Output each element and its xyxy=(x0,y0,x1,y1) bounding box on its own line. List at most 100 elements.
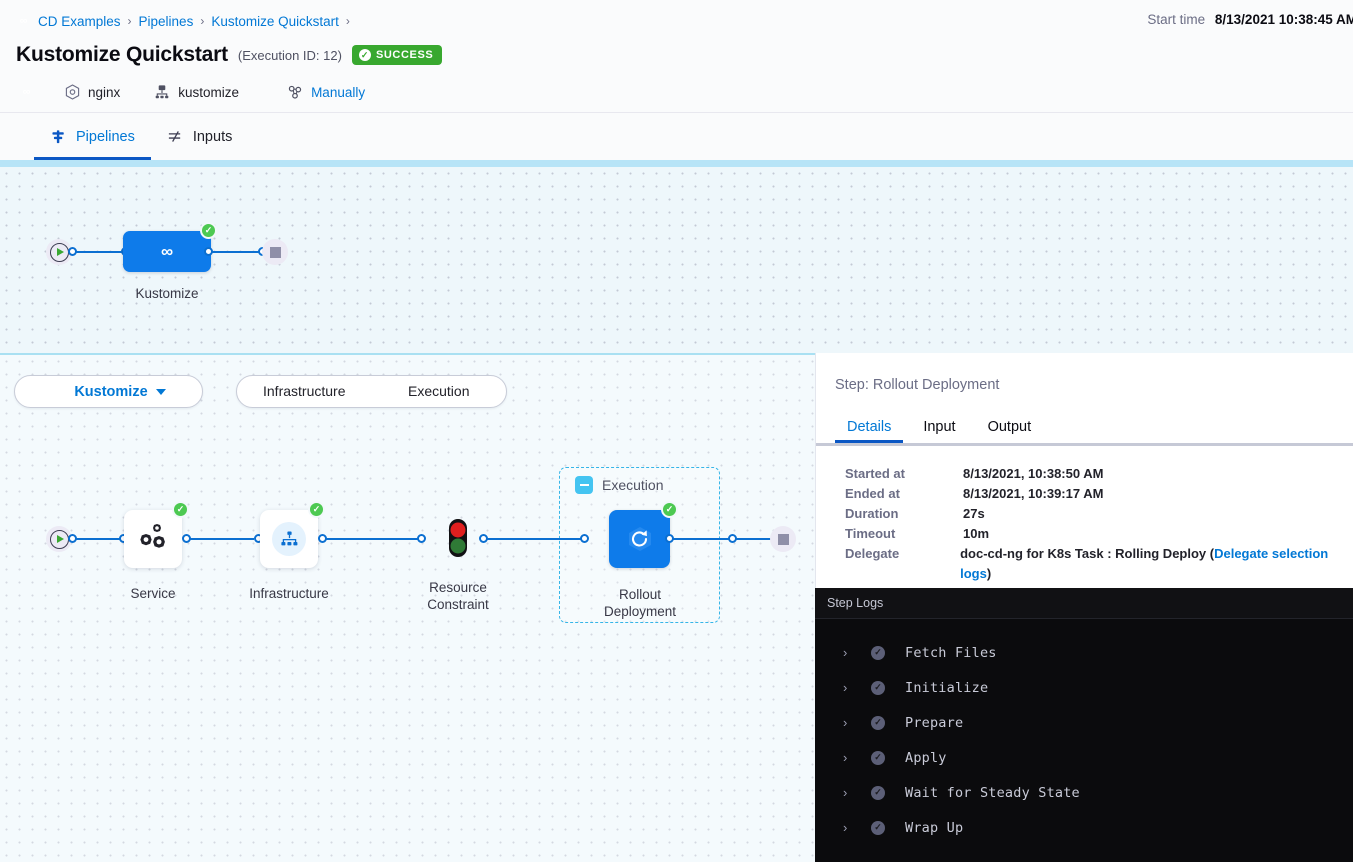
stage-node-kustomize[interactable]: ∞ ✓ xyxy=(123,222,217,272)
step-node-infrastructure[interactable]: ✓ xyxy=(260,501,325,568)
detail-value: 8/13/2021, 10:39:17 AM xyxy=(963,486,1104,501)
pipeline-edge xyxy=(212,251,262,253)
log-section-label: Fetch Files xyxy=(905,644,997,661)
stop-icon xyxy=(777,533,789,545)
log-section-apply[interactable]: › ✓ Apply xyxy=(815,740,1353,775)
detail-row-ended-at: Ended at 8/13/2021, 10:39:17 AM xyxy=(845,484,1353,504)
detail-row-duration: Duration 27s xyxy=(845,504,1353,524)
tab-pipelines[interactable]: Pipelines xyxy=(34,114,151,160)
status-check-icon: ✓ xyxy=(871,715,885,730)
infrastructure-hierarchy-icon xyxy=(280,531,297,545)
execution-id: (Execution ID: 12) xyxy=(237,47,342,63)
status-check-icon: ✓ xyxy=(871,680,885,695)
pipeline-end-node[interactable] xyxy=(262,239,288,265)
detail-value: 10m xyxy=(963,526,990,541)
detail-key: Duration xyxy=(845,506,899,521)
detail-row-delegate: Delegate doc-cd-ng for K8s Task : Rollin… xyxy=(845,544,1353,584)
execution-group-label: Execution xyxy=(602,477,664,493)
status-check-icon: ✓ xyxy=(200,222,217,239)
tab-input[interactable]: Input xyxy=(923,419,956,435)
step-details-list: Started at 8/13/2021, 10:38:50 AM Ended … xyxy=(816,446,1353,584)
stage-selector-dropdown[interactable]: ∞ Kustomize xyxy=(14,375,203,408)
chevron-right-icon: › xyxy=(127,14,132,28)
log-section-label: Apply xyxy=(905,749,947,766)
chevron-right-icon: › xyxy=(843,785,848,800)
execution-meta-row: ∞ nginx xyxy=(16,81,1337,103)
delegate-text-suffix: ) xyxy=(986,566,992,581)
traffic-light-icon xyxy=(449,519,467,557)
service-gears-icon xyxy=(140,524,165,548)
step-logs-header: Step Logs xyxy=(815,588,1353,619)
step-details-tabs: Details Input Output xyxy=(816,410,1353,446)
stage-view-toggle[interactable]: Infrastructure Execution xyxy=(236,375,507,408)
detail-key: Started at xyxy=(845,466,905,481)
status-badge-label: SUCCESS xyxy=(375,49,434,61)
delegate-text: doc-cd-ng for K8s Task : Rolling Deploy … xyxy=(960,546,1215,561)
status-check-icon: ✓ xyxy=(871,820,885,835)
start-time-value: 8/13/2021 10:38:45 AM xyxy=(1214,12,1353,27)
stage-canvas[interactable]: Execution ✓ xyxy=(0,353,815,862)
stage-edge xyxy=(326,538,420,540)
harness-hexagon-icon: ∞ xyxy=(55,385,63,397)
status-check-icon: ✓ xyxy=(871,785,885,800)
delegate-selection-logs-link[interactable]: Delegate selection logs xyxy=(960,546,1329,581)
stage-edge xyxy=(736,538,772,540)
toggle-execution[interactable]: Execution xyxy=(408,383,470,399)
toggle-infrastructure[interactable]: Infrastructure xyxy=(263,383,346,399)
meta-deployment-type-label: kustomize xyxy=(178,84,240,100)
status-check-icon: ✓ xyxy=(871,750,885,765)
meta-service: nginx xyxy=(65,84,120,100)
detail-row-started-at: Started at 8/13/2021, 10:38:50 AM xyxy=(845,464,1353,484)
pipeline-start-node[interactable] xyxy=(46,239,72,265)
edge-port xyxy=(580,534,589,543)
page-header: ∞ CD Examples › Pipelines › Kustomize Qu… xyxy=(0,0,1353,112)
log-section-fetch-files[interactable]: › ✓ Fetch Files xyxy=(815,635,1353,670)
log-section-prepare[interactable]: › ✓ Prepare xyxy=(815,705,1353,740)
check-icon: ✓ xyxy=(358,49,371,61)
play-icon xyxy=(56,248,64,256)
stage-end-node[interactable] xyxy=(770,526,796,552)
log-section-initialize[interactable]: › ✓ Initialize xyxy=(815,670,1353,705)
log-section-label: Prepare xyxy=(905,714,964,731)
play-icon xyxy=(56,535,64,543)
log-section-wait-for-steady-state[interactable]: › ✓ Wait for Steady State xyxy=(815,775,1353,810)
log-section-label: Wait for Steady State xyxy=(905,784,1080,801)
title-row: Kustomize Quickstart (Execution ID: 12) … xyxy=(16,40,1337,70)
pipeline-canvas[interactable]: ∞ ✓ Kustomize xyxy=(0,160,1353,353)
pipeline-edge xyxy=(76,251,126,253)
trigger-icon xyxy=(287,84,303,100)
meta-service-label: nginx xyxy=(88,84,121,100)
breadcrumb-item-cd-examples[interactable]: CD Examples xyxy=(38,13,121,29)
kubernetes-stack-icon xyxy=(154,84,170,100)
status-badge: ✓ SUCCESS xyxy=(351,45,443,65)
chevron-down-icon xyxy=(155,388,166,395)
start-time: Start time 8/13/2021 10:38:45 AM xyxy=(1147,12,1353,27)
stage-start-node[interactable] xyxy=(46,526,72,552)
step-node-label-resource-constraint-text: Resource Constraint xyxy=(427,580,489,612)
hexagon-outline-icon xyxy=(65,84,80,100)
tab-output[interactable]: Output xyxy=(987,419,1032,435)
meta-trigger-label[interactable]: Manually xyxy=(311,84,366,100)
tab-inputs-label: Inputs xyxy=(192,129,233,145)
chevron-right-icon: › xyxy=(843,820,848,835)
chevron-right-icon: › xyxy=(843,750,848,765)
tab-details[interactable]: Details xyxy=(835,419,903,443)
step-node-rollout-deployment[interactable]: ✓ xyxy=(609,501,678,568)
stage-edge xyxy=(190,538,254,540)
breadcrumb-item-kustomize-quickstart[interactable]: Kustomize Quickstart xyxy=(211,13,339,29)
chevron-right-icon: › xyxy=(345,14,350,28)
tab-inputs[interactable]: Inputs xyxy=(151,114,249,160)
log-section-wrap-up[interactable]: › ✓ Wrap Up xyxy=(815,810,1353,845)
step-logs-panel: Step Logs › ✓ Fetch Files › ✓ Initialize… xyxy=(815,588,1353,862)
meta-trigger[interactable]: Manually xyxy=(287,84,365,100)
breadcrumb-item-pipelines[interactable]: Pipelines xyxy=(138,13,194,29)
step-node-resource-constraint[interactable] xyxy=(445,517,471,561)
detail-key: Ended at xyxy=(845,486,900,501)
detail-row-timeout: Timeout 10m xyxy=(845,524,1353,544)
step-details-title: Step: Rollout Deployment xyxy=(835,377,1000,393)
step-node-label-service: Service xyxy=(130,586,176,601)
minus-icon[interactable] xyxy=(575,476,593,494)
step-node-service[interactable]: ✓ xyxy=(124,501,189,568)
detail-value: 27s xyxy=(963,506,985,521)
